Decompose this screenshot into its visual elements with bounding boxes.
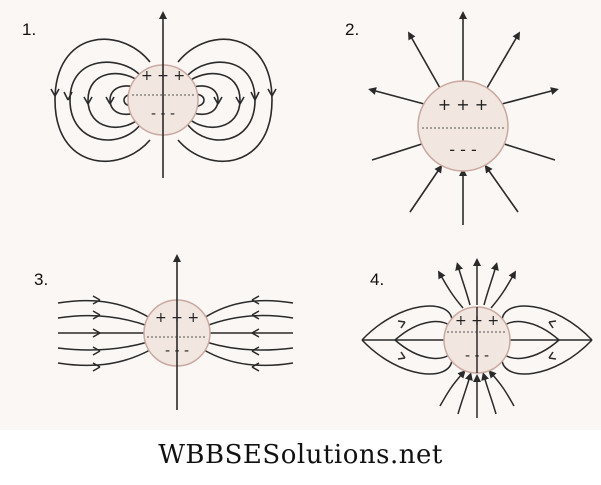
panel-2-diagram — [368, 11, 559, 225]
panel-1-label: 1. — [22, 20, 37, 39]
negative-charges: - - - — [465, 348, 489, 364]
arrowhead — [251, 328, 260, 338]
arrowhead — [92, 295, 101, 305]
field-line — [438, 270, 464, 309]
field-line — [483, 262, 499, 306]
field-line — [205, 341, 294, 351]
field-line — [488, 370, 515, 407]
conductor-sphere — [417, 80, 509, 172]
panel-2-label: 2. — [345, 20, 360, 39]
field-line — [177, 38, 273, 162]
arrowhead — [397, 320, 406, 329]
field-line — [501, 305, 593, 341]
panel-4-sphere: + + + - - - — [443, 306, 511, 374]
field-line — [361, 305, 453, 341]
arrowhead — [63, 91, 73, 101]
arrowhead — [548, 351, 557, 360]
field-line — [484, 164, 519, 213]
field-line — [361, 339, 453, 375]
arrowhead — [105, 96, 115, 105]
arrowhead — [548, 320, 557, 329]
arrowhead — [397, 351, 406, 360]
field-line — [501, 339, 593, 375]
field-line — [457, 372, 473, 415]
field-line — [187, 85, 219, 116]
field-line — [497, 87, 559, 106]
arrowhead — [50, 88, 60, 97]
arrowhead — [251, 295, 260, 305]
field-line — [371, 139, 432, 161]
panel-1-sphere: + + + - - - — [127, 11, 199, 178]
field-line — [187, 61, 256, 141]
panel-1-diagram — [50, 38, 277, 162]
negative-charges: - - - — [449, 140, 477, 159]
arrowhead — [92, 310, 101, 320]
arrowhead — [250, 91, 260, 101]
field-line — [203, 349, 294, 367]
field-line — [57, 349, 151, 367]
field-line — [187, 72, 241, 129]
panel-3-diagram — [57, 295, 294, 372]
arrowhead — [251, 362, 260, 372]
field-line — [57, 341, 149, 351]
field-line — [69, 61, 141, 141]
positive-charges: + + + — [455, 313, 499, 329]
field-line — [490, 270, 516, 309]
arrowhead — [92, 346, 101, 356]
field-lines-figure: 1. 2. 3. 4. — [22, 11, 593, 418]
field-line — [205, 314, 294, 327]
arrowhead — [235, 96, 245, 105]
field-line — [57, 299, 151, 319]
panel-3-sphere: + + + - - - — [143, 254, 211, 410]
field-line — [408, 31, 441, 89]
field-line — [203, 299, 294, 319]
field-line — [57, 314, 149, 327]
arrowhead — [251, 310, 260, 320]
field-line — [486, 31, 521, 89]
field-line — [409, 164, 443, 213]
arrowhead — [251, 346, 260, 356]
panel-4-label: 4. — [370, 270, 385, 289]
field-line — [87, 72, 141, 129]
field-line — [368, 87, 429, 106]
panel-2-sphere: + + + - - - — [417, 80, 509, 172]
diagram-svg: + + + - - - + + + - - - — [50, 11, 593, 418]
arrowhead — [83, 96, 93, 105]
positive-charges: + + + — [438, 95, 488, 114]
field-line — [54, 38, 151, 162]
field-line — [494, 139, 556, 161]
arrowhead — [92, 362, 101, 372]
panel-3-label: 3. — [34, 270, 49, 289]
arrowhead — [213, 96, 223, 105]
arrowhead — [267, 88, 277, 97]
arrowhead — [92, 328, 101, 338]
field-line — [439, 370, 466, 407]
field-line — [455, 262, 471, 306]
site-watermark: WBBSESolutions.net — [158, 440, 443, 470]
field-line — [481, 372, 497, 415]
field-line — [109, 85, 141, 116]
